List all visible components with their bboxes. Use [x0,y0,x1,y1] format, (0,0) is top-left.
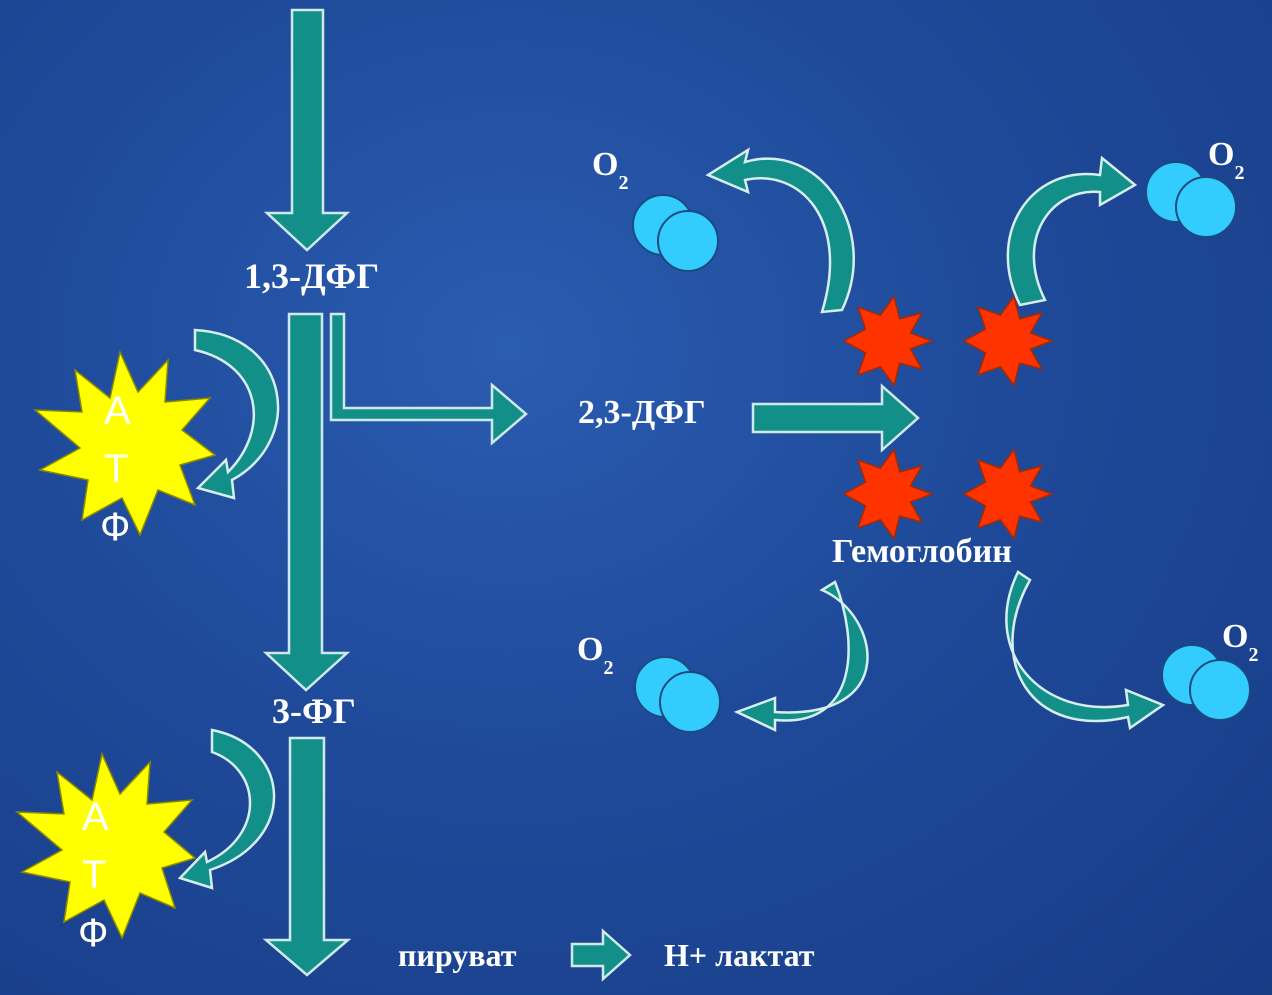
middle-down-arrow [262,312,351,692]
hemoglobin-subunit-bottom-left [842,447,935,541]
atp-letter-f-bottom: Ф [78,911,108,955]
oxygen-molecule-bottom-left [634,656,721,733]
atp-curved-arrow-top [193,328,280,500]
label-23-dpg: 2,3-ДФГ [578,394,706,431]
o2-release-arrow-top-left [705,147,855,314]
oxygen-molecule-top-left [632,194,719,272]
atp-letter-a-bottom: А [82,795,109,839]
o2-label-top-left: O2 [592,146,628,194]
atp-letter-t-bottom: Т [82,853,106,897]
atp-burst-bottom [14,751,197,940]
atp-letter-a-top: А [104,389,131,433]
hemoglobin-subunit-top-left [842,294,935,388]
bottom-down-arrow [262,736,352,977]
label-lactate: Н+ лактат [664,937,815,973]
o2-release-arrow-top-right [1006,155,1138,307]
oxygen-molecule-bottom-right [1161,644,1251,721]
atp-curved-arrow-bottom [177,728,276,890]
o2-label-bottom-right: O2 [1222,618,1258,666]
label-pyruvate: пируват [398,937,517,973]
label-3-pg: 3-ФГ [272,691,356,731]
label-13-dpg: 1,3-ДФГ [244,256,379,296]
hemoglobin-subunit-bottom-right [962,447,1055,541]
o2-label-top-right: O2 [1208,136,1244,184]
oxygen-molecule-top-right [1145,161,1237,238]
dpg-to-hemoglobin-arrow [751,383,920,453]
hemoglobin-subunit-top-right [962,294,1055,388]
o2-release-arrow-bottom-right [1005,570,1166,731]
label-hemoglobin: Гемоглобин [832,533,1012,570]
atp-burst-top [32,349,217,537]
o2-release-arrow-bottom-left [733,580,869,732]
top-down-arrow [263,8,351,252]
atp-letter-f-top: Ф [100,505,130,549]
pyruvate-to-lactate-arrow [570,928,632,982]
o2-label-bottom-left: O2 [577,631,613,679]
atp-letter-t-top: Т [104,447,128,491]
branch-arrow-to-23dpg [329,312,528,446]
